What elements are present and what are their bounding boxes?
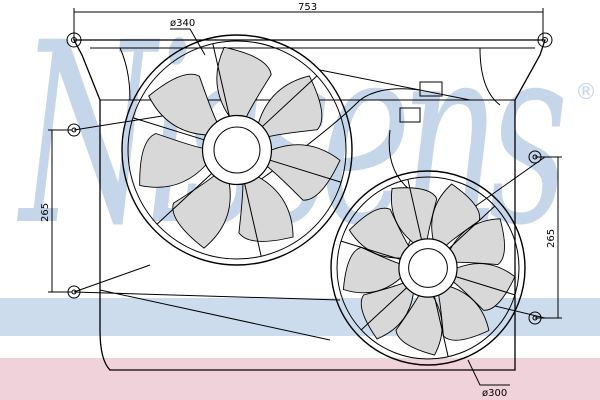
dimension-label-width: 753 — [298, 2, 317, 13]
connector — [419, 81, 443, 97]
fan-spoke — [156, 173, 213, 225]
fan-blade — [172, 175, 231, 249]
fan-spoke — [244, 183, 262, 257]
fan-blade — [266, 144, 341, 201]
fan-spoke — [132, 117, 205, 141]
mount-lug — [528, 150, 542, 164]
fan-blade — [258, 75, 323, 138]
fan-spoke — [449, 205, 496, 249]
fan-blade — [348, 207, 410, 259]
fan-spoke — [340, 240, 401, 260]
background-band-pink — [0, 358, 600, 400]
fan-blade — [148, 73, 218, 136]
fan-small — [330, 170, 526, 366]
mount-lug — [66, 32, 82, 48]
registered-mark: ® — [575, 80, 597, 105]
fan-blade — [431, 183, 481, 246]
fan-blade — [438, 286, 490, 341]
fan-spoke — [407, 179, 423, 240]
dimension-label-fan-large: ø340 — [170, 18, 195, 29]
dimension-label-right-height: 265 — [546, 229, 557, 248]
motor-hub — [408, 248, 448, 288]
dimension-label-fan-small: ø300 — [482, 388, 507, 399]
fan-spoke — [433, 296, 449, 357]
fan-blade — [452, 263, 516, 311]
fan-ring — [330, 170, 526, 366]
motor-hub — [398, 238, 458, 298]
fan-ring — [336, 176, 520, 360]
fan-spoke — [360, 287, 407, 331]
fan-blade — [391, 187, 438, 244]
mount-lug — [537, 32, 553, 48]
fan-spoke — [269, 159, 342, 183]
fan-spoke — [261, 75, 318, 127]
motor-hub — [213, 126, 261, 174]
fan-blade — [449, 218, 505, 266]
fan-ring — [121, 34, 353, 266]
fan-blade — [238, 176, 294, 242]
motor-hub — [201, 114, 273, 186]
fan-blade — [395, 295, 443, 356]
fan-spoke — [212, 43, 230, 117]
fan-large — [121, 34, 353, 266]
dimension-label-left-height: 265 — [40, 203, 51, 222]
fan-blade — [139, 133, 207, 188]
fan-blade — [360, 282, 414, 340]
mount-lug — [67, 123, 81, 137]
fan-spoke — [455, 276, 516, 296]
fan-blade — [342, 246, 402, 294]
mount-lug — [67, 285, 81, 299]
fan-blade — [216, 46, 272, 118]
mount-lug — [528, 311, 542, 325]
connector — [399, 107, 421, 123]
fan-ring — [127, 40, 347, 260]
